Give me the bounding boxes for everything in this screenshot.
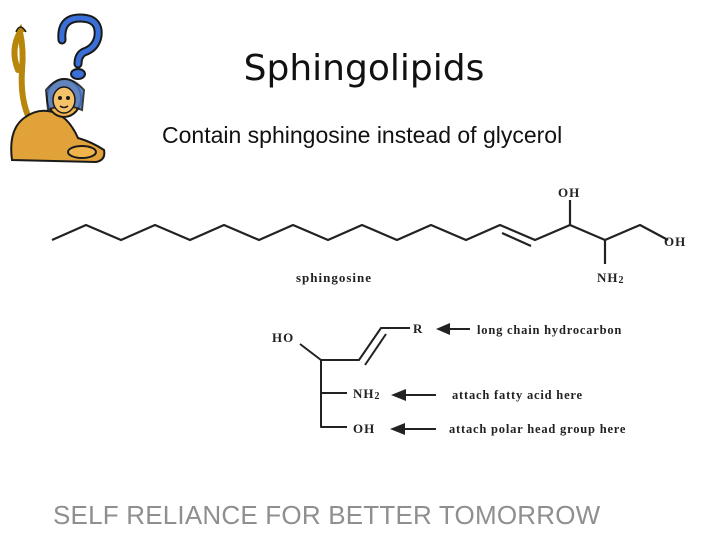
arrow-oh — [390, 423, 436, 435]
sphingosine-schematic — [299, 327, 410, 428]
sphingosine-name-label: sphingosine — [296, 270, 372, 285]
schematic-nh2-label: NH2 — [353, 386, 381, 402]
annotation-long-chain: long chain hydrocarbon — [477, 323, 622, 337]
arrow-r — [436, 323, 470, 335]
schematic-oh-label: OH — [353, 421, 375, 436]
schematic-ho-label: HO — [272, 330, 294, 345]
slide-footer: SELF RELIANCE FOR BETTER TOMORROW — [53, 500, 601, 530]
annotation-polar-head: attach polar head group here — [449, 422, 626, 436]
schematic-r-label: R — [413, 321, 423, 336]
oh-right-label: OH — [664, 234, 686, 249]
oh-top-label: OH — [558, 185, 580, 200]
nh2-main-label: NH2 — [597, 270, 625, 286]
arrow-nh2 — [391, 389, 436, 401]
annotation-fatty-acid: attach fatty acid here — [452, 388, 583, 402]
slide-title: Sphingolipids — [243, 48, 485, 89]
sphingosine-skeleton — [51, 200, 669, 264]
slide-subtitle: Contain sphingosine instead of glycerol — [162, 122, 563, 148]
sphinx-question-mascot-icon — [10, 13, 106, 164]
